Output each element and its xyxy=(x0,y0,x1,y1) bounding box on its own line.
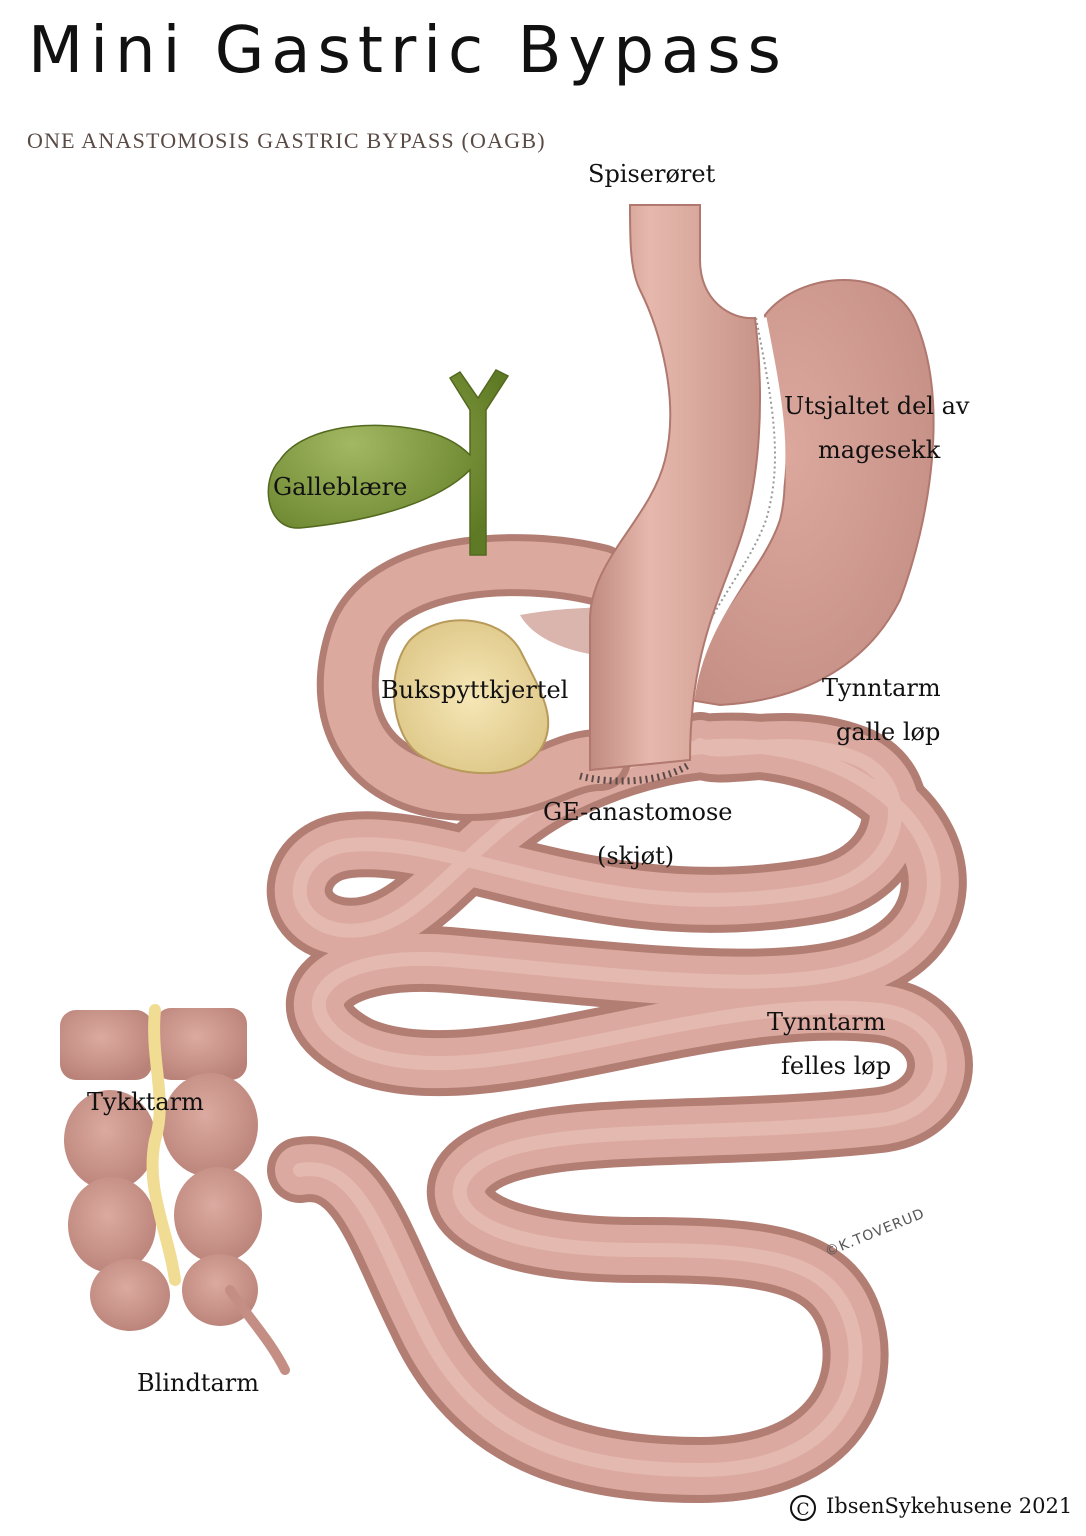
label-gallbladder: Galleblære xyxy=(273,473,408,501)
label-excluded-stomach-line2: magesekk xyxy=(818,436,941,464)
label-anastomosis-line2: (skjøt) xyxy=(597,842,675,870)
excluded-stomach xyxy=(683,279,935,707)
label-common-limb-line1: Tynntarm xyxy=(767,1008,886,1036)
large-intestine xyxy=(60,1004,290,1375)
gastric-pouch xyxy=(589,204,761,772)
label-pancreas: Bukspyttkjertel xyxy=(381,676,569,704)
copyright-icon: C xyxy=(790,1494,816,1521)
label-colon: Tykktarm xyxy=(87,1088,204,1116)
label-excluded-stomach-line1: Utsjaltet del av xyxy=(784,392,970,420)
label-appendix: Blindtarm xyxy=(137,1369,259,1397)
footer-copyright: C IbsenSykehusene 2021 xyxy=(790,1494,1072,1521)
label-esophagus: Spiserøret xyxy=(588,160,716,188)
anastomosis-stitches xyxy=(579,761,692,785)
gallbladder xyxy=(267,369,510,556)
label-common-limb-line2: felles løp xyxy=(781,1052,892,1080)
duodenum xyxy=(316,534,631,822)
label-anastomosis-line1: GE-anastomose xyxy=(543,798,733,826)
page-subtitle: ONE ANASTOMOSIS GASTRIC BYPASS (OAGB) xyxy=(27,128,546,153)
label-biliary-limb-line2: galle løp xyxy=(836,718,941,746)
page-title: Mini Gastric Bypass xyxy=(28,14,788,88)
footer-text: IbsenSykehusene 2021 xyxy=(826,1494,1073,1518)
label-biliary-limb-line1: Tynntarm xyxy=(822,674,941,702)
small-intestine xyxy=(266,712,973,1503)
